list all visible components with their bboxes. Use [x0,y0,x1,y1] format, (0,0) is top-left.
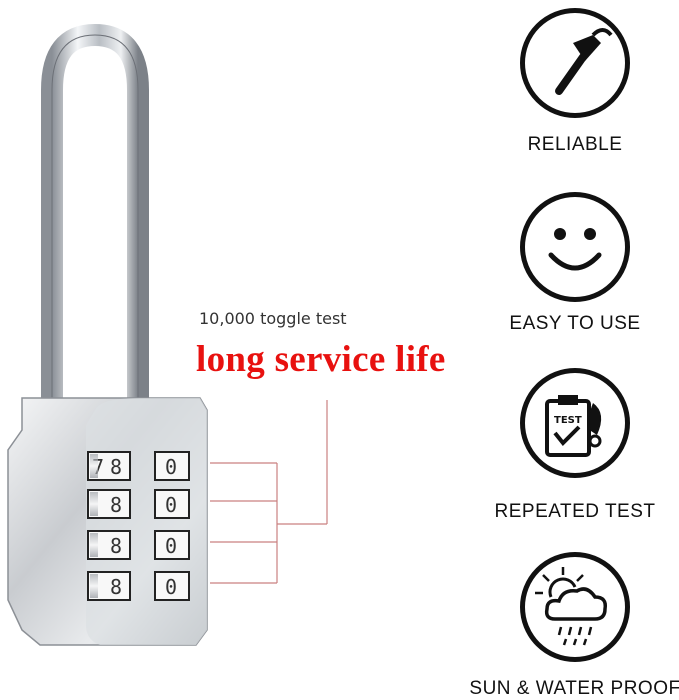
padlock-shackle [41,23,149,410]
callout-headline: long service life [196,339,446,380]
feature-easy-circle [520,192,630,302]
svg-text:TEST: TEST [554,415,582,426]
smiley-icon [548,228,602,271]
dial-2-right: 0 [165,493,177,517]
padlock-image: 7 8 0 8 0 8 0 8 0 [7,23,208,646]
dial-3-left: 8 [110,534,122,558]
feature-test-label: REPEATED TEST [494,501,656,522]
dial-2-left: 8 [110,493,122,517]
dial-1-right: 0 [165,455,177,479]
feature-reliable-circle [520,8,630,118]
dial-3-right: 0 [165,534,177,558]
feature-weather-label: SUN & WATER PROOF [469,678,679,699]
dial-1-mid: 8 [110,455,122,479]
feature-test-circle: TEST [520,368,630,478]
sun-cloud-rain-icon [535,567,608,646]
feature-reliable-label: RELIABLE [527,134,623,155]
callout-tagline: 10,000 toggle test [199,309,347,328]
dial-4-left: 8 [110,575,122,599]
feature-weather-circle [520,552,630,662]
hammer-icon [555,28,613,95]
dial-column-right [154,451,190,601]
dial-4-right: 0 [165,575,177,599]
callout-connector [210,400,328,584]
feature-easy-label: EASY TO USE [509,313,641,334]
test-clipboard-icon: TEST [545,395,602,457]
